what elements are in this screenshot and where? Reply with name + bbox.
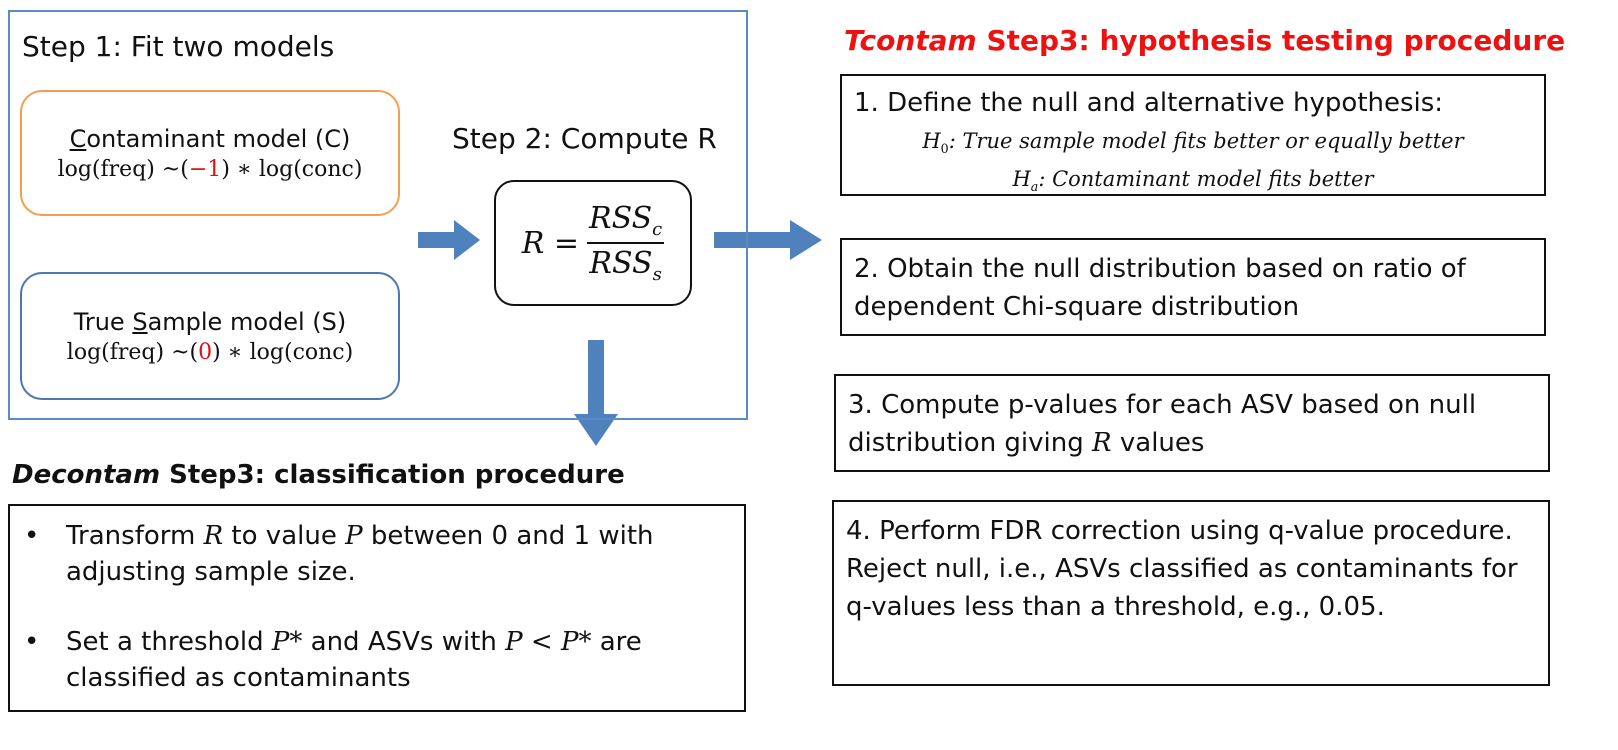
bullet-1-text-b: to value: [223, 521, 346, 551]
step1-step2-frame: [8, 10, 748, 420]
tcontam-title: Tcontam Step3: hypothesis testing proced…: [844, 24, 1565, 57]
contaminant-formula-left: log(freq) ~(: [57, 156, 189, 182]
decontam-procedure-box: • Transform R to value P between 0 and 1…: [8, 504, 746, 712]
contaminant-formula: log(freq) ~(−1) ∗ log(conc): [58, 157, 363, 182]
r-formula-box: R = RSSc RSSs: [494, 180, 692, 306]
true-sample-name-prefix: True: [73, 307, 133, 336]
r-denominator-sub: s: [652, 264, 662, 285]
contaminant-model-name: Contaminant model (C): [70, 125, 351, 153]
step-3-text-a: 3. Compute p-values for each ASV based o…: [848, 390, 1477, 458]
tcontam-step-4-box: 4. Perform FDR correction using q-value …: [832, 500, 1550, 686]
bullet-icon: •: [24, 627, 40, 657]
tcontam-step-3-box: 3. Compute p-values for each ASV based o…: [834, 374, 1550, 472]
true-sample-model-box: True Sample model (S) log(freq) ~(0) ∗ l…: [20, 272, 400, 400]
true-sample-formula-left: log(freq) ~(: [66, 339, 199, 365]
bullet-2-text-b: and ASVs with: [302, 627, 506, 657]
step1-title: Step 1: Fit two models: [22, 30, 335, 63]
true-sample-underlined-letter: S: [132, 307, 148, 336]
bullet-2-text-c: are classified as contaminants: [66, 627, 642, 693]
decontam-title-italic: Decontam: [12, 460, 161, 490]
decontam-bullet-1-text: Transform R to value P between 0 and 1 w…: [66, 518, 726, 590]
r-numerator-text: RSS: [589, 201, 653, 236]
tcontam-title-rest: Step3: hypothesis testing procedure: [976, 24, 1566, 57]
bullet-2-math-a: P*: [271, 627, 303, 657]
tcontam-step-2-text: 2. Obtain the null distribution based on…: [854, 254, 1466, 322]
ha-sub: a: [1030, 179, 1039, 195]
contaminant-formula-right: ) ∗ log(conc): [221, 156, 363, 182]
bullet-2-text-a: Set a threshold: [66, 627, 272, 657]
contaminant-model-box: Contaminant model (C) log(freq) ~(−1) ∗ …: [20, 90, 400, 216]
h0-label: H: [922, 129, 941, 153]
bullet-1-text-c: between 0 and 1 with adjusting sample si…: [66, 521, 654, 587]
bullet-icon: •: [24, 521, 40, 551]
r-denominator-text: RSS: [589, 246, 653, 281]
arrow-step1-to-step2: [418, 220, 480, 260]
bullet-2-math-b: P < P*: [505, 627, 592, 657]
r-fraction: RSSc RSSs: [587, 201, 665, 285]
ha-label: H: [1012, 167, 1031, 192]
null-hypothesis: H0: True sample model fits better or equ…: [842, 126, 1544, 164]
contaminant-underlined-letter: C: [69, 124, 87, 153]
tcontam-step-2-box: 2. Obtain the null distribution based on…: [840, 238, 1546, 336]
h0-sub: 0: [940, 141, 949, 157]
bullet-1-math-b: P: [345, 521, 363, 551]
hypotheses: H0: True sample model fits better or equ…: [842, 126, 1544, 202]
true-sample-coefficient: 0: [198, 339, 213, 365]
decontam-bullet-2-text: Set a threshold P* and ASVs with P < P* …: [66, 624, 726, 696]
arrow-step2-to-tcontam: [714, 220, 822, 260]
true-sample-model-name: True Sample model (S): [74, 308, 347, 336]
tcontam-title-italic: Tcontam: [844, 24, 977, 57]
r-lhs: R =: [521, 225, 579, 261]
tcontam-step-1-text: 1. Define the null and alternative hypot…: [854, 88, 1444, 118]
step-3-text-b: values: [1111, 428, 1205, 458]
tcontam-step-4-text: 4. Perform FDR correction using q-value …: [846, 516, 1518, 622]
r-numerator-sub: c: [652, 219, 663, 240]
true-sample-formula-right: ) ∗ log(conc): [212, 339, 354, 365]
alternative-hypothesis: Ha: Contaminant model fits better: [842, 164, 1544, 202]
bullet-1-text-a: Transform: [66, 521, 204, 551]
tcontam-step-3-text: 3. Compute p-values for each ASV based o…: [848, 386, 1538, 462]
true-sample-formula: log(freq) ~(0) ∗ log(conc): [67, 340, 353, 365]
ha-text: : Contaminant model fits better: [1038, 167, 1374, 192]
h0-text: : True sample model fits better or equal…: [948, 129, 1464, 153]
r-numerator: RSSc: [587, 201, 665, 244]
r-denominator: RSSs: [589, 244, 661, 285]
bullet-1-math-a: R: [203, 521, 224, 551]
contaminant-coefficient: −1: [188, 156, 222, 182]
tcontam-step-1-box: 1. Define the null and alternative hypot…: [840, 74, 1546, 196]
decontam-title: Decontam Step3: classification procedure: [12, 460, 625, 490]
contaminant-name-rest: ontaminant model (C): [86, 124, 351, 153]
decontam-title-rest: Step3: classification procedure: [160, 460, 625, 490]
true-sample-name-rest: ample model (S): [147, 307, 347, 336]
step2-title: Step 2: Compute R: [452, 122, 717, 155]
step-3-math: R: [1092, 428, 1112, 458]
